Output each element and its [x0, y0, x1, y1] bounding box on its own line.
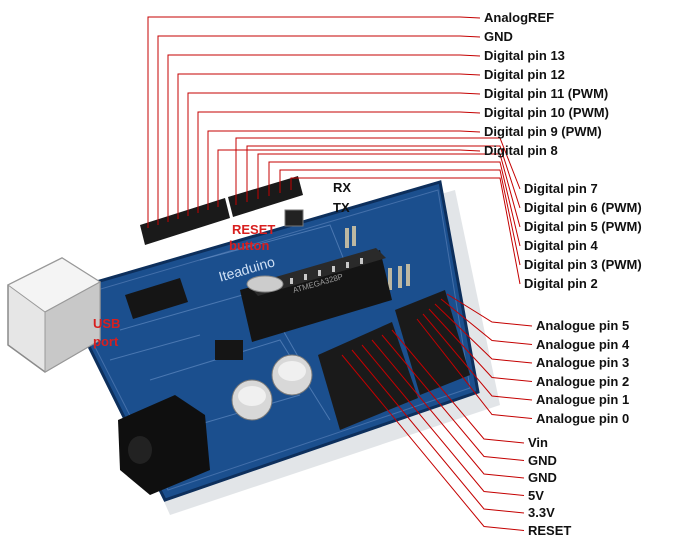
pin-label-analog-analogue-pin-5-0: Analogue pin 5	[536, 318, 630, 333]
pin-label-power-reset-5: RESET	[528, 522, 572, 538]
dc-jack	[118, 395, 210, 495]
pin-label-digital-top-digital-pin-13-2: Digital pin 13	[484, 48, 565, 63]
pin-label-digital-mid-digital-pin-3-pwm-4: Digital pin 3 (PWM)	[524, 257, 642, 272]
leader-line	[440, 298, 533, 345]
leader-line	[381, 334, 525, 461]
tx-label: TX	[333, 200, 350, 215]
digital-header-left	[140, 198, 230, 245]
leader-line	[177, 73, 481, 219]
pin-label-digital-top-digital-pin-9-pwm-6: Digital pin 9 (PWM)	[484, 124, 602, 139]
usb-port-label-line2: port	[93, 334, 119, 349]
atmega-chip	[240, 250, 392, 342]
leader-line	[341, 354, 525, 531]
leader-line	[422, 313, 533, 401]
pin-label-digital-top-digital-pin-8-7: Digital pin 8	[484, 143, 558, 158]
leader-line	[434, 303, 533, 364]
leader-line	[207, 130, 481, 210]
power-header	[318, 322, 418, 430]
pin-label-digital-top-gnd-1: GND	[484, 29, 513, 44]
pin-label-power-5v-3: 5V	[528, 487, 544, 503]
leader-line	[246, 145, 521, 209]
pin-label-analog-analogue-pin-2-3: Analogue pin 2	[536, 373, 630, 389]
leader-line	[167, 54, 481, 222]
leader-line	[290, 177, 521, 285]
reset-button-label-line2: button	[229, 238, 270, 253]
leader-line	[268, 161, 521, 247]
leader-line	[147, 16, 481, 228]
pin-label-digital-mid-digital-pin-7-0: Digital pin 7	[524, 181, 598, 196]
analog-header	[395, 290, 470, 395]
leader-line	[257, 153, 521, 228]
pin-label-analog-analogue-pin-0-5: Analogue pin 0	[536, 410, 630, 426]
leader-line	[351, 349, 525, 514]
leader-line	[371, 339, 525, 479]
leader-line	[157, 35, 481, 225]
reset-button-part	[284, 209, 304, 227]
pin-label-analog-analogue-pin-4-1: Analogue pin 4	[536, 336, 630, 352]
pin-label-digital-mid-digital-pin-4-3: Digital pin 4	[524, 238, 598, 253]
pin-label-power-gnd-1: GND	[528, 452, 557, 468]
usb-port-label-line1: USB	[93, 316, 121, 331]
rx-label: RX	[333, 180, 352, 195]
pin-label-power-gnd-2: GND	[528, 470, 557, 485]
pin-label-power-vin-0: Vin	[528, 435, 548, 450]
pin-label-digital-mid-digital-pin-2-5: Digital pin 2	[524, 276, 598, 291]
pin-label-digital-mid-digital-pin-5-pwm-2: Digital pin 5 (PWM)	[524, 219, 642, 234]
leader-line	[428, 308, 533, 382]
leader-line	[217, 149, 481, 207]
pin-label-digital-top-analogref-0: AnalogREF	[484, 10, 555, 25]
pin-label-power-3-3v-4: 3.3V	[528, 505, 555, 520]
reset-button-label-line1: RESET	[232, 222, 276, 237]
pin-label-digital-top-digital-pin-12-3: Digital pin 12	[484, 67, 565, 82]
leader-line	[235, 137, 521, 205]
leader-line	[279, 169, 521, 266]
digital-header-right	[228, 176, 303, 217]
leader-line	[197, 111, 481, 213]
pin-label-analog-analogue-pin-1-4: Analogue pin 1	[536, 392, 630, 407]
pin-label-digital-top-digital-pin-11-pwm-4: Digital pin 11 (PWM)	[484, 86, 609, 101]
leader-line	[361, 344, 525, 496]
leader-line	[391, 329, 525, 444]
pin-label-digital-top-digital-pin-10-pwm-5: Digital pin 10 (PWM)	[484, 105, 609, 120]
pin-label-analog-analogue-pin-3-2: Analogue pin 3	[536, 355, 630, 370]
leader-line	[416, 318, 533, 419]
leader-line	[446, 293, 533, 327]
leader-line	[187, 92, 481, 216]
pin-label-digital-mid-digital-pin-6-pwm-1: Digital pin 6 (PWM)	[524, 200, 642, 215]
